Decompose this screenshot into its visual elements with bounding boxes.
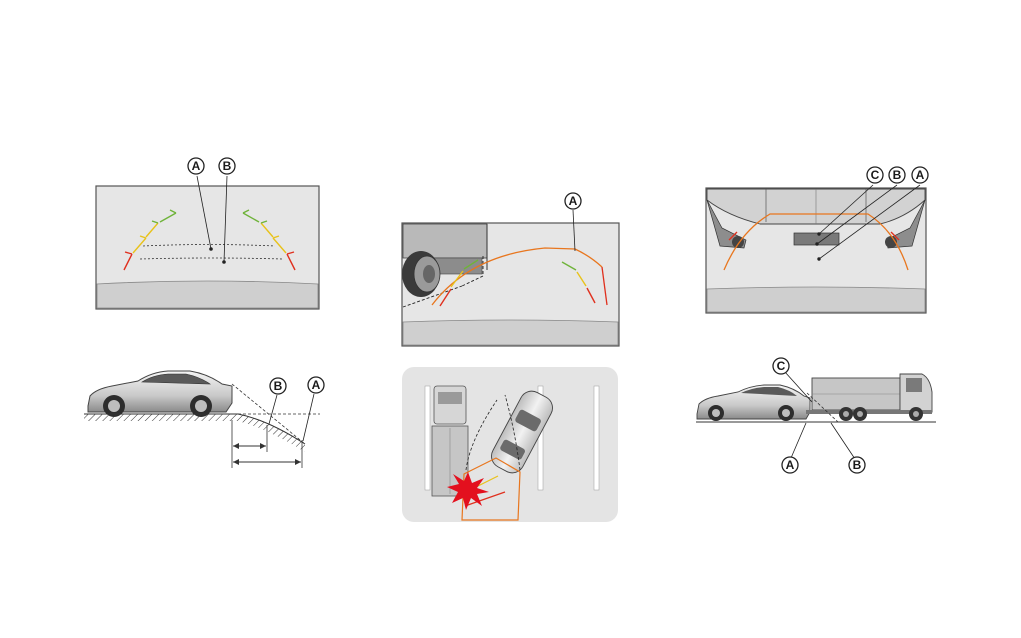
callout-a-turn-label: A — [569, 194, 578, 208]
callout-a-overhang-label: A — [916, 168, 925, 182]
tire-icon — [402, 251, 440, 297]
callout-c-overhang-label: C — [871, 168, 880, 182]
callout-b-slope: B — [270, 378, 286, 394]
callout-a-slope: A — [308, 377, 324, 393]
callout-b-overhang-label: B — [893, 168, 902, 182]
callout-c-side-label: C — [777, 359, 786, 373]
callout-b-side-label: B — [853, 458, 862, 472]
ground-area — [97, 281, 318, 308]
callout-b-overhang: B — [889, 167, 905, 183]
panel-4-parking-top-view — [402, 367, 618, 522]
callout-a-side: A — [782, 457, 798, 473]
callout-a-turn: A — [565, 193, 581, 209]
callout-c-side: C — [773, 358, 789, 374]
panel-5-camera-view-overhang: C B A — [706, 167, 928, 313]
callout-a-overhang: A — [912, 167, 928, 183]
callout-c-overhang: C — [867, 167, 883, 183]
ground-area — [707, 287, 925, 312]
callout-a-side-label: A — [786, 458, 795, 472]
callout-b-side: B — [849, 457, 865, 473]
callout-a: A — [188, 158, 204, 174]
ground-area — [403, 320, 618, 345]
callout-a-label: A — [192, 159, 201, 173]
callout-b: B — [219, 158, 235, 174]
callout-b-slope-label: B — [274, 379, 283, 393]
panel-3-camera-view-turning: A — [402, 193, 619, 346]
truck-top-icon — [432, 386, 468, 496]
panel-6-truck-side-view: C A B — [696, 358, 936, 473]
callout-b-label: B — [223, 159, 232, 173]
panel-2-slope-side-view: B A — [84, 371, 324, 468]
car-side-icon — [88, 371, 232, 417]
callout-a-slope-label: A — [312, 378, 321, 392]
truck-icon — [806, 374, 932, 421]
panel-1-camera-view: A B — [96, 158, 319, 309]
car-side-icon — [697, 385, 810, 421]
